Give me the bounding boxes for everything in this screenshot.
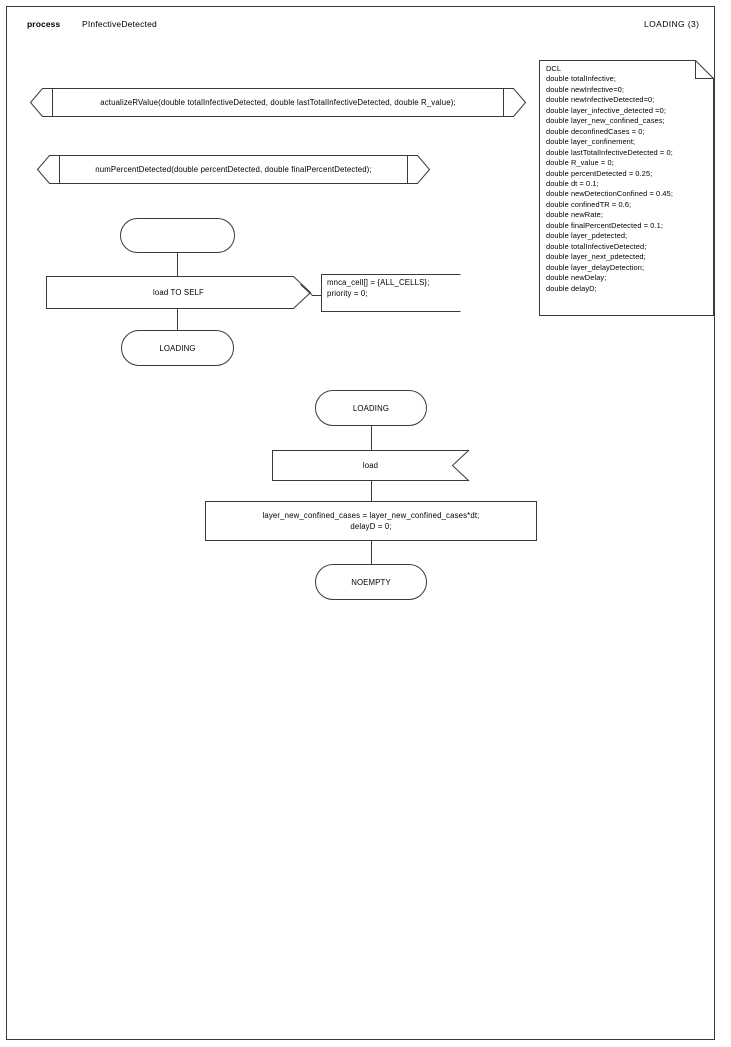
dcl-block[interactable]: DCL double totalInfective; double newInf…: [539, 60, 714, 316]
connector-state-to-input: [371, 426, 372, 450]
dcl-block-shape: [539, 60, 714, 316]
input-symbol-shape: [272, 450, 470, 481]
procedure-label: actualizeRValue(double totalInfectiveDet…: [100, 98, 456, 107]
procedure-call-num-percent-detected[interactable]: numPercentDetected(double percentDetecte…: [36, 155, 431, 184]
connector-output-to-state: [177, 309, 178, 330]
state-noempty[interactable]: NOEMPTY: [315, 564, 427, 600]
procedure-label: numPercentDetected(double percentDetecte…: [95, 165, 372, 174]
state-symbol-shape: [315, 564, 427, 600]
connector-task-to-state: [371, 541, 372, 564]
comment-leader-line: [300, 284, 325, 296]
procedure-shape: [36, 155, 431, 184]
state-loading-1[interactable]: LOADING: [121, 330, 234, 366]
start-symbol-shape: [120, 218, 235, 253]
state-loading-2[interactable]: LOADING: [315, 390, 427, 426]
input-label: load: [362, 461, 379, 470]
header-process-name: PInfectiveDetected: [82, 19, 157, 29]
output-load-to-self[interactable]: load TO SELF: [46, 276, 312, 309]
comment-shape: [321, 274, 461, 312]
task-text: layer_new_confined_cases = layer_new_con…: [262, 511, 480, 531]
procedure-shape: [29, 88, 527, 117]
connector-start-to-output: [177, 253, 178, 276]
state-label: LOADING: [159, 343, 196, 353]
output-symbol-shape: [46, 276, 312, 309]
task-symbol-shape: [205, 501, 537, 541]
state-symbol-shape: [315, 390, 427, 426]
task-layer-new-confined-cases[interactable]: layer_new_confined_cases = layer_new_con…: [205, 501, 537, 541]
output-label: load TO SELF: [153, 288, 204, 297]
header-page-label: LOADING (3): [644, 19, 700, 29]
state-label: NOEMPTY: [351, 577, 391, 587]
dcl-text: DCL double totalInfective; double newInf…: [546, 64, 673, 293]
header-keyword: process: [27, 19, 61, 29]
comment-text: mnca_cell[] = {ALL_CELLS}; priority = 0;: [327, 278, 430, 298]
input-load[interactable]: load: [272, 450, 470, 481]
start-symbol[interactable]: [120, 218, 235, 253]
comment-mnca-cell[interactable]: mnca_cell[] = {ALL_CELLS}; priority = 0;: [321, 274, 461, 312]
state-label: LOADING: [352, 403, 390, 413]
procedure-call-actualize-rvalue[interactable]: actualizeRValue(double totalInfectiveDet…: [29, 88, 527, 117]
start-symbol-label: [120, 218, 235, 253]
connector-input-to-task: [371, 481, 372, 501]
state-symbol-shape: [121, 330, 234, 366]
